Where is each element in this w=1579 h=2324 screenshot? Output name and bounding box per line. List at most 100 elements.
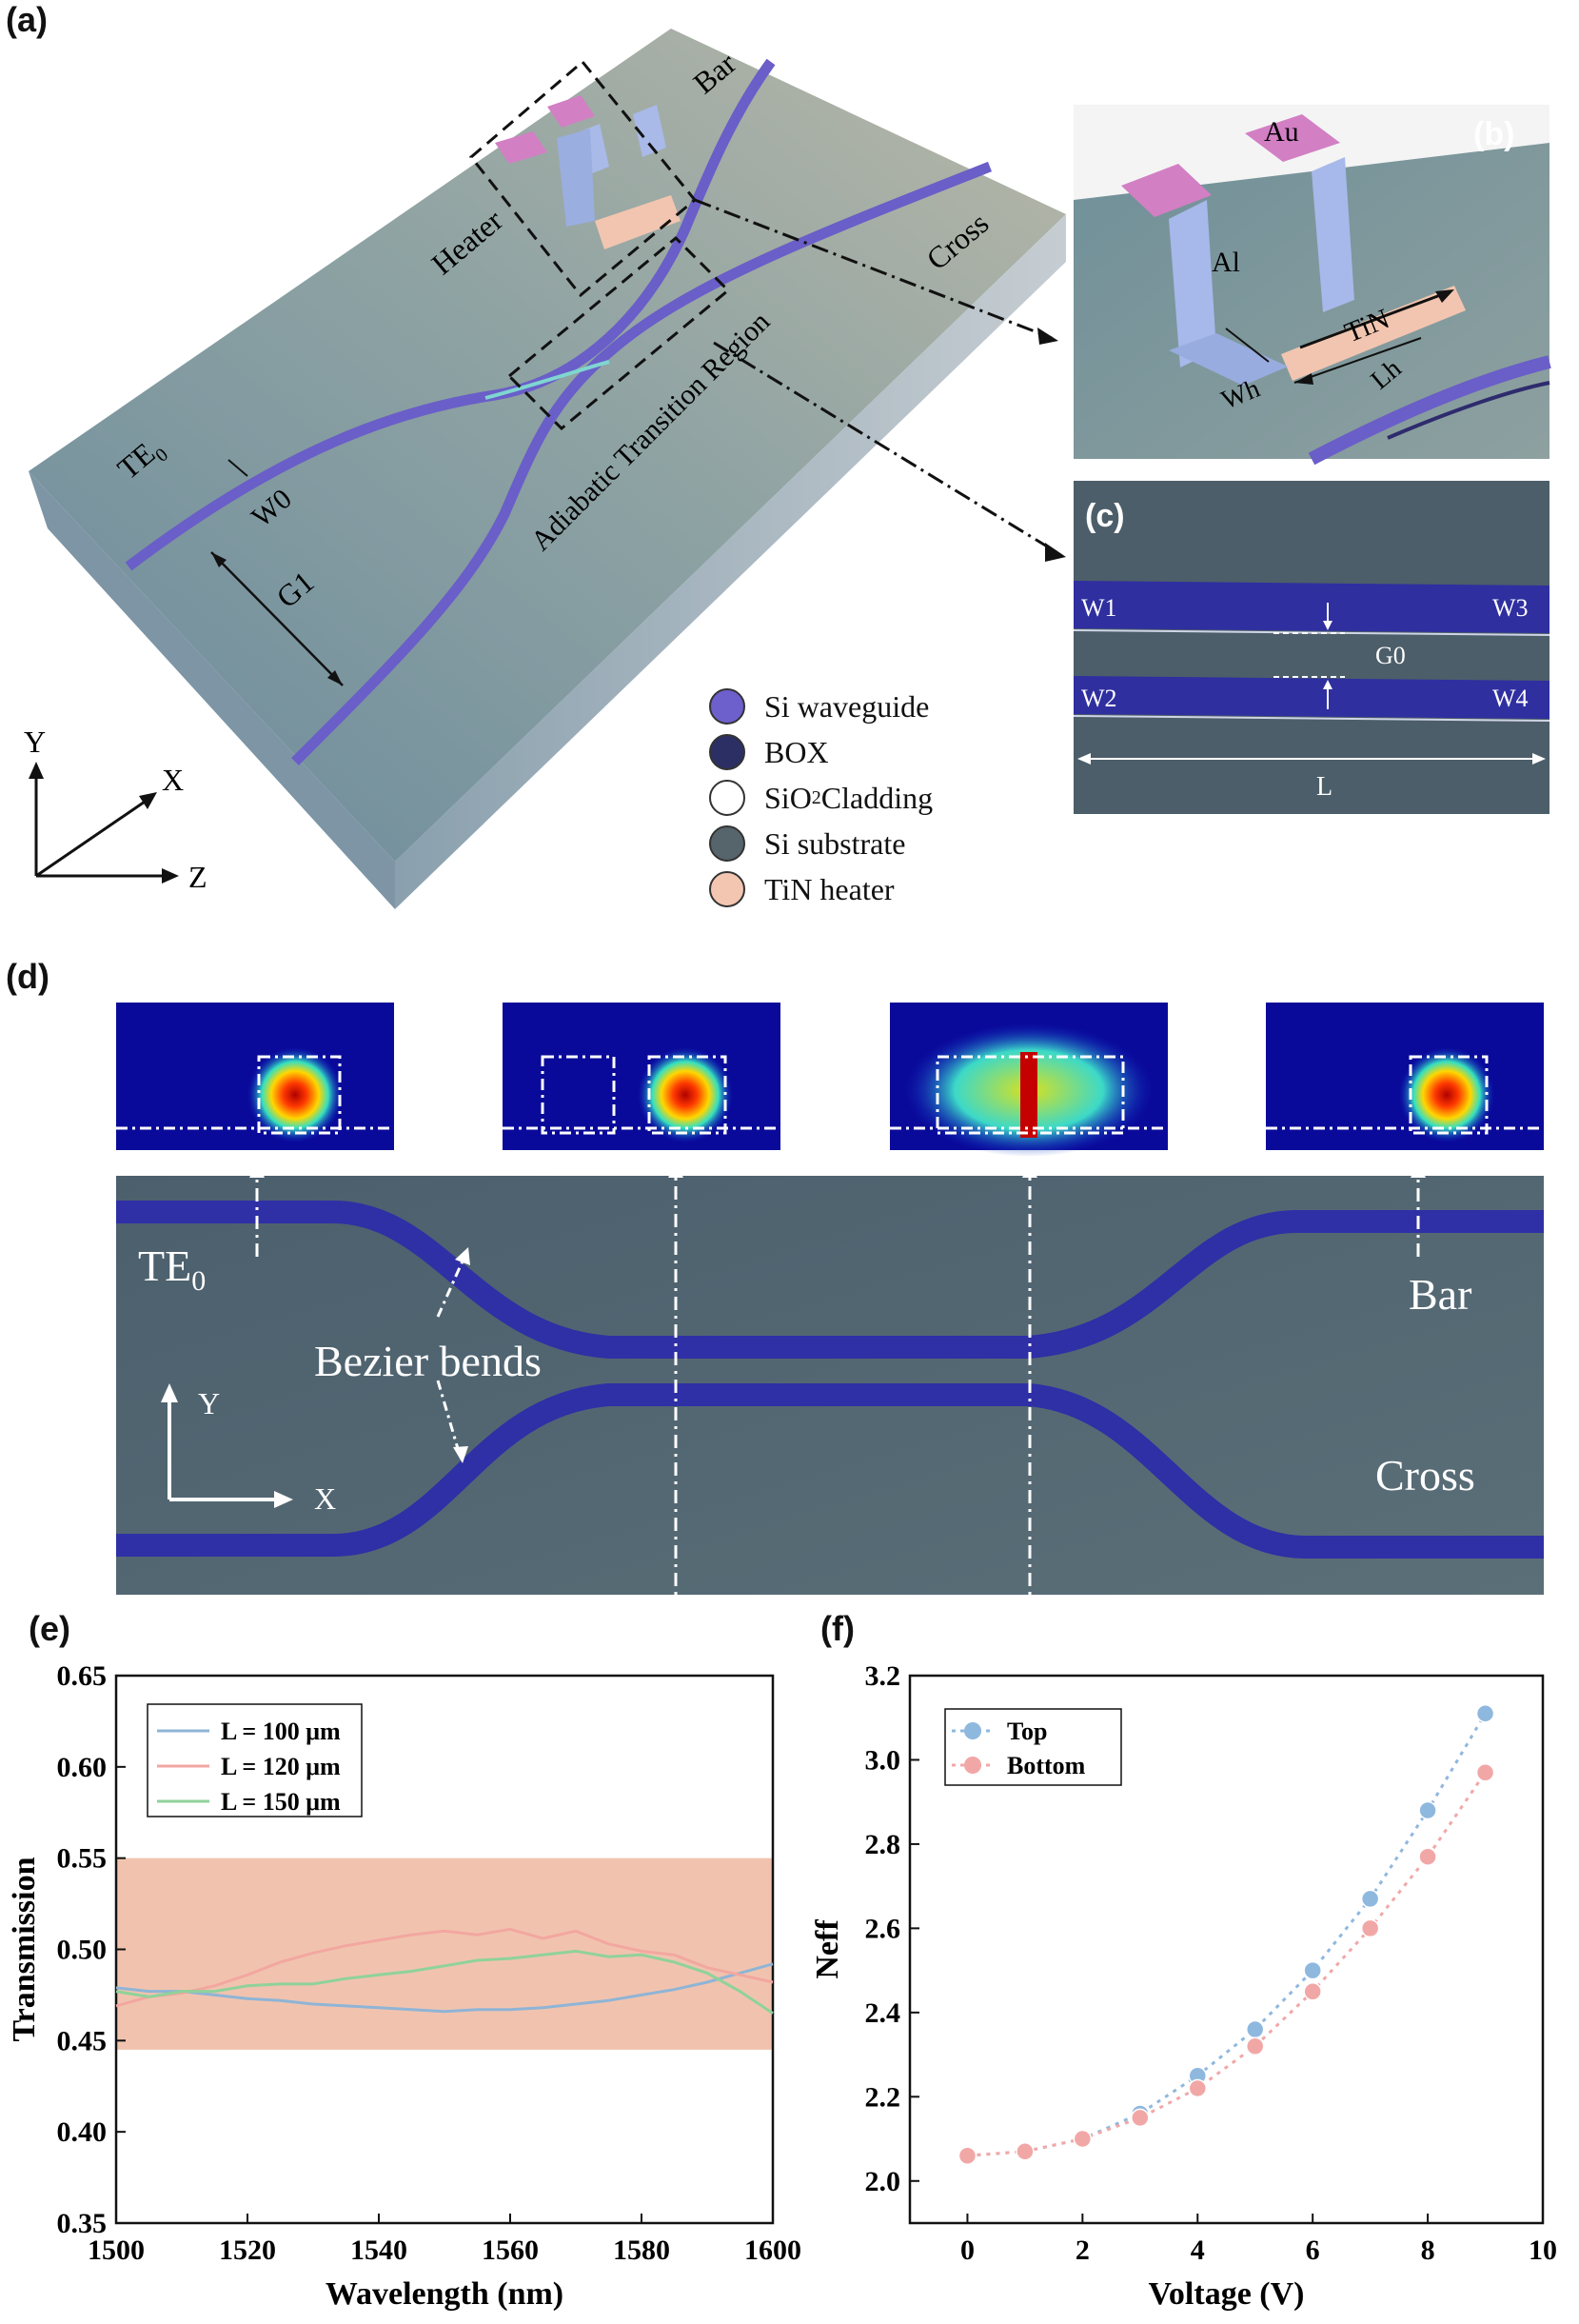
series-line-3 (115, 1949, 774, 2015)
series-line-2 (115, 1927, 774, 2008)
y-tick-label: 3.2 (865, 1660, 901, 1692)
y-tick-label: 2.8 (865, 1829, 901, 1860)
legend-swatch (709, 734, 745, 770)
data-point (1303, 1960, 1322, 1980)
y-tick-label: 0.35 (57, 2208, 108, 2239)
y-axis-label-d: Y (198, 1386, 220, 1420)
panel-b-zoom: Au Al TiN Wh Lh (b) (1074, 105, 1551, 466)
data-point (1418, 1800, 1437, 1820)
legend-label: BOX (764, 735, 829, 769)
svg-text:Z: Z (188, 860, 207, 894)
upper-waveguide-top-view (116, 1201, 1544, 1359)
panel-a-label: (a) (6, 0, 48, 39)
panel-f-label: (f) (820, 1609, 855, 1648)
panel-b-label: (b) (1473, 116, 1514, 152)
data-point (1418, 1847, 1437, 1866)
data-point (1245, 2019, 1265, 2039)
w1-label: W1 (1081, 594, 1117, 622)
x-axis-label: Wavelength (nm) (326, 2276, 563, 2312)
x-tick-label: 6 (1306, 2235, 1320, 2266)
legend-swatch (709, 780, 745, 816)
y-tick-label: 0.40 (57, 2116, 108, 2148)
waveguide-bottom (1074, 676, 1549, 719)
substrate-side (29, 471, 395, 909)
legend-item: Si substrate (709, 821, 933, 866)
te0-label-d: TE0 (138, 1241, 206, 1297)
y-axis-label: Neff (810, 1919, 845, 1979)
plot-frame (908, 1674, 1545, 2225)
lower-waveguide-top-view (116, 1383, 1544, 1559)
x-axis-label-d: X (314, 1481, 336, 1516)
data-point (1360, 1889, 1380, 1909)
l-label: L (1316, 772, 1332, 802)
pad-left (1121, 164, 1212, 217)
svg-text:X: X (162, 763, 184, 797)
legend-marker (964, 1757, 981, 1774)
bar-label-d: Bar (1409, 1270, 1471, 1319)
fit-curve-2 (967, 1771, 1487, 2157)
data-point (1360, 1918, 1380, 1938)
legend-label: Bottom (1007, 1752, 1086, 1779)
y-tick-label: 2.2 (865, 2081, 901, 2113)
legend-swatch (709, 825, 745, 862)
panel-d-label: (d) (6, 957, 49, 996)
mode-profile-output (1266, 1003, 1544, 1150)
panel-a-illustration: Bar Cross Heater Adiabatic Transition Re… (24, 29, 1066, 909)
al-label: Al (1212, 247, 1240, 278)
legend-label: Top (1007, 1718, 1047, 1745)
mode-profile-transition (503, 1003, 780, 1150)
x-tick-label: 4 (1191, 2235, 1205, 2266)
w4-label: W4 (1492, 685, 1529, 712)
legend-item: Si waveguide (709, 684, 933, 729)
legend-label: SiO (764, 781, 812, 815)
y-tick-label: 0.45 (57, 2025, 108, 2056)
legend-label: Si substrate (764, 826, 906, 861)
substrate-front (395, 214, 1066, 909)
legend-label: L = 120 μm (221, 1753, 341, 1780)
x-axis-label: Voltage (V) (1149, 2276, 1305, 2312)
cross-label-d: Cross (1375, 1451, 1475, 1500)
waveguide-top (1074, 581, 1549, 633)
data-point (1016, 2142, 1035, 2161)
chart-legend (147, 1703, 363, 1817)
x-tick-label: 1600 (744, 2235, 801, 2266)
y-tick-label: 0.65 (57, 1660, 108, 1692)
data-point (1475, 1704, 1495, 1723)
data-point (1131, 2108, 1150, 2128)
x-tick-label: 1580 (613, 2235, 670, 2266)
x-tick-label: 1560 (482, 2235, 539, 2266)
y-tick-label: 3.0 (865, 1744, 901, 1776)
panel-e-label: (e) (29, 1609, 70, 1648)
x-tick-label: 1540 (350, 2235, 407, 2266)
top-waveguide (125, 58, 776, 571)
legend-item: BOX (709, 729, 933, 775)
g0-label: G0 (1375, 642, 1406, 669)
heater-pad-left (495, 131, 547, 164)
y-tick-label: 2.0 (865, 2166, 901, 2197)
legend-label: TiN heater (764, 872, 895, 906)
y-tick-label: 2.4 (865, 1997, 901, 2029)
bezier-label: Bezier bends (314, 1337, 542, 1385)
y-axis-label: Transmission (7, 1857, 42, 2041)
bottom-waveguide (291, 161, 993, 765)
legend-swatch (709, 688, 745, 725)
data-point (1073, 2129, 1093, 2149)
tin-bar (1281, 286, 1466, 381)
heater-pad-right (547, 95, 595, 128)
pad-right (1245, 114, 1340, 162)
w2-label: W2 (1081, 685, 1117, 712)
zoom-box-coupler (506, 235, 731, 431)
legend-item: TiN heater (709, 866, 933, 912)
x-tick-label: 0 (960, 2235, 975, 2266)
heater-tin (595, 195, 681, 249)
w3-label: W3 (1492, 594, 1529, 622)
mode-profile-input (116, 1003, 394, 1150)
au-label: Au (1264, 116, 1299, 148)
y-tick-label: 0.50 (57, 1935, 108, 1966)
y-tick-label: 0.55 (57, 1843, 108, 1875)
data-point (1475, 1762, 1495, 1782)
